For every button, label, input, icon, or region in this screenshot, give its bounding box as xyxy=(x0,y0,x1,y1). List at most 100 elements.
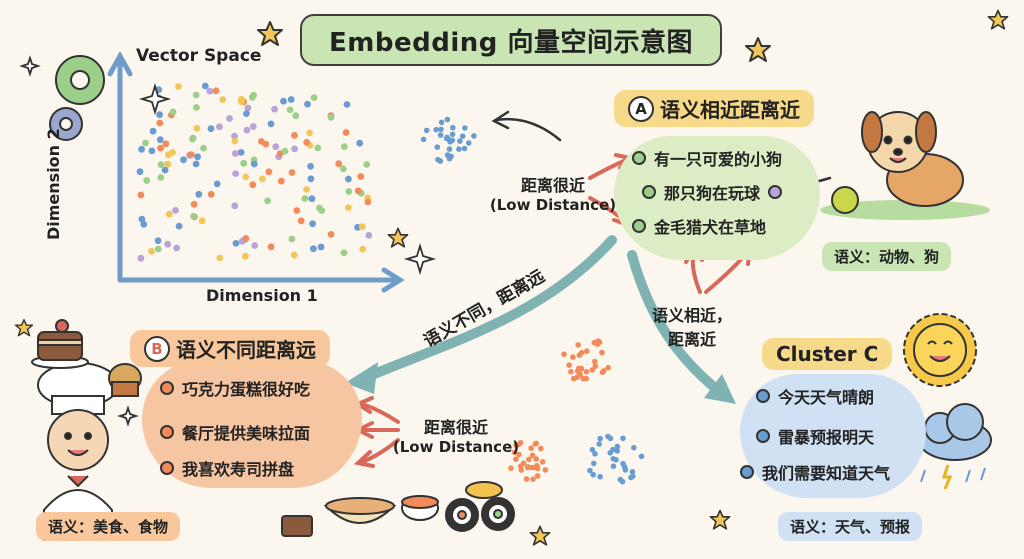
scatter-point xyxy=(354,187,362,195)
scatter-point xyxy=(310,245,317,253)
arrow-a-to-c-label: 语义相近， 距离近 xyxy=(652,302,732,350)
cluster-point xyxy=(628,474,634,481)
cluster-point xyxy=(589,367,596,373)
scatter-point xyxy=(187,151,195,159)
cluster-point xyxy=(575,342,581,348)
scatter-point xyxy=(148,147,156,155)
distance-label-a-line1: 距离很近 xyxy=(520,176,585,195)
cluster-point xyxy=(446,146,453,152)
scatter-point xyxy=(137,254,145,262)
scatter-point xyxy=(357,173,365,180)
decorative-stars xyxy=(14,9,1009,546)
scatter-point xyxy=(258,138,265,145)
cluster-a-heading-text: 语义相近距离近 xyxy=(660,98,800,122)
point-dot xyxy=(642,185,656,199)
scatter-point xyxy=(281,147,289,155)
cluster-point xyxy=(617,476,624,483)
scatter-point xyxy=(343,101,351,108)
scatter-point xyxy=(308,195,316,203)
cluster-c-item: 雷暴预报明天 xyxy=(778,428,875,447)
cluster-point xyxy=(638,453,645,460)
scatter-point xyxy=(356,139,364,147)
scatter-point xyxy=(304,100,311,108)
cluster-point xyxy=(538,445,544,452)
list-item: 金毛猎犬在草地 xyxy=(632,214,766,238)
scatter-point xyxy=(250,160,258,168)
cluster-point xyxy=(629,469,636,475)
cluster-point xyxy=(459,133,466,139)
scatter-point xyxy=(143,177,151,184)
food-illustrations xyxy=(281,481,515,537)
scatter-point xyxy=(267,120,275,128)
cluster-point xyxy=(539,459,546,465)
point-dot xyxy=(756,429,770,443)
scatter-point xyxy=(248,93,256,101)
scatter-point xyxy=(195,190,203,198)
cluster-point xyxy=(599,349,605,356)
cluster-point xyxy=(592,358,598,365)
scatter-point xyxy=(303,186,310,193)
cluster-point xyxy=(591,460,597,467)
cluster-point xyxy=(610,446,616,453)
cluster-b-item: 餐厅提供美味拉面 xyxy=(182,424,311,443)
cluster-point xyxy=(614,448,620,454)
scatter-point xyxy=(138,145,146,153)
cluster-c-tag: 语义：天气、预报 xyxy=(778,512,923,541)
cluster-point xyxy=(456,146,462,152)
cluster-point xyxy=(561,351,567,358)
cluster-point xyxy=(526,456,532,463)
scatter-point xyxy=(288,169,296,176)
cluster-point xyxy=(578,365,585,372)
cluster-point xyxy=(438,126,444,133)
scatter-point xyxy=(249,123,257,130)
cluster-point xyxy=(511,449,518,456)
cluster-c-cloud xyxy=(740,374,926,498)
scatter-point xyxy=(162,140,170,148)
scatter-point xyxy=(172,207,179,214)
scatter-point xyxy=(192,160,200,168)
scatter-point xyxy=(242,252,249,260)
cluster-point xyxy=(570,354,576,360)
cluster-point xyxy=(614,443,621,450)
list-item: 雷暴预报明天 xyxy=(756,424,874,448)
cluster-c-item: 今天天气晴朗 xyxy=(778,388,875,407)
scatter-point xyxy=(232,240,240,247)
mini-point-clusters xyxy=(420,116,645,485)
cluster-point xyxy=(601,368,607,374)
cluster-point xyxy=(457,138,463,144)
cluster-b-item: 巧克力蛋糕很好吃 xyxy=(182,380,311,399)
scatter-points xyxy=(136,82,373,262)
cake-illustration xyxy=(31,319,142,397)
gear-icon xyxy=(55,55,105,105)
cluster-point xyxy=(532,441,538,447)
cluster-point xyxy=(583,369,590,375)
scatter-point xyxy=(237,95,245,103)
scatter-point xyxy=(327,114,335,121)
scatter-point xyxy=(156,111,164,119)
cluster-point xyxy=(462,125,468,131)
scatter-point xyxy=(272,143,280,151)
scatter-point xyxy=(310,94,318,102)
scatter-point xyxy=(251,242,259,249)
cluster-b-item: 我喜欢寿司拼盘 xyxy=(182,460,295,479)
cluster-point xyxy=(534,465,541,472)
scatter-point xyxy=(287,96,295,103)
cluster-point xyxy=(542,467,549,473)
scatter-point xyxy=(216,254,224,262)
distance-label-a-line2: (Low Distance) xyxy=(489,196,617,214)
cluster-point xyxy=(592,363,599,369)
scatter-point xyxy=(307,175,315,183)
cluster-b-heading-text: 语义不同距离远 xyxy=(176,338,316,362)
scatter-point xyxy=(327,231,335,238)
scatter-point xyxy=(306,129,313,137)
scatter-point xyxy=(297,217,305,225)
cluster-point xyxy=(597,473,603,480)
scatter-point xyxy=(243,126,251,134)
cluster-point xyxy=(620,435,626,442)
cluster-a-item: 金毛猎犬在草地 xyxy=(654,218,767,237)
scatter-point xyxy=(243,110,250,117)
scatter-point xyxy=(345,204,352,212)
cluster-point xyxy=(433,126,440,133)
list-item: 我们需要知道天气 xyxy=(740,460,890,484)
cluster-point xyxy=(622,467,629,473)
